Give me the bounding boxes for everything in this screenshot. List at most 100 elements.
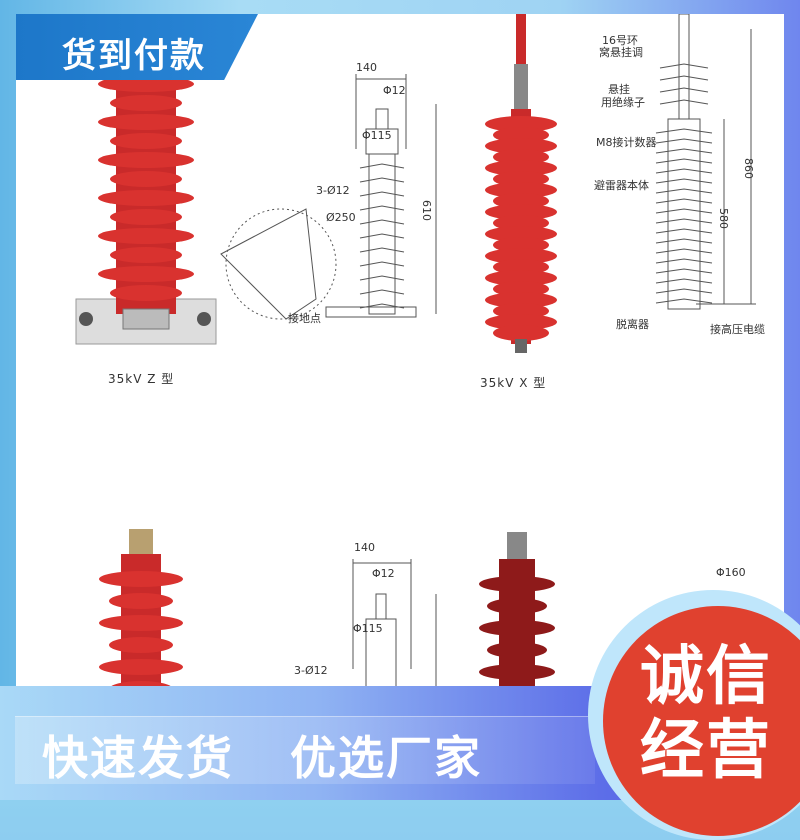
technical-drawing-x [655,14,756,310]
caption-35kv-z: 35kV Z 型 [108,372,175,386]
ground-label: 接地点 [288,312,321,325]
drawing-fin [359,205,405,211]
drawing-fin [655,188,713,194]
arrester-shed [109,593,173,609]
label-cable: 接高压电缆 [710,323,765,336]
drawing-fin [659,75,709,81]
arrester-shed [110,95,182,111]
arrester-shed [109,637,173,653]
drawing-fin [655,248,713,254]
drawing-fin [655,268,713,274]
arrester-shed [99,571,183,587]
arrester-shed [98,190,194,206]
arrester-shed [110,247,182,263]
arrester-shed [110,133,182,149]
drawing-fin [655,208,713,214]
arrester-shed [110,171,182,187]
arrester-shed [485,182,557,198]
drawing-fin [655,148,713,154]
arrester-shed [111,681,171,686]
dim-width: 140 [356,61,377,74]
label-ring: 16号环 [602,34,638,47]
drawing-fin [359,275,405,281]
dim-phi160: Φ160 [716,566,746,579]
slogan-box [15,716,595,784]
arrester-shed [487,642,547,658]
label-counter: M8接计数器 [596,136,657,149]
dim-height: 610 [420,200,433,221]
drawing-fin [359,219,405,225]
product-image: 35kV Z 型 140 Φ12 Φ115 3-Ø12 Ø250 610 接地点… [16,14,784,686]
arrester-shed [99,615,183,631]
label-hang: 窝悬挂调 [599,46,643,59]
label-suspend: 悬挂 [608,83,630,96]
label-body: 避雷器本体 [594,179,649,192]
dim-phi12-bottom: Φ12 [372,567,395,580]
arrester-shed [479,620,555,636]
drawing-fin [655,228,713,234]
arrester-shed [98,114,194,130]
dim-phi115-bottom: Φ115 [353,622,383,635]
drawing-fin [659,99,709,105]
drawing-fin [655,288,713,294]
drawing-fin [655,198,713,204]
drawing-fin [655,158,713,164]
arrester-shed [485,116,557,132]
drawing-fin [655,218,713,224]
drawing-fin [359,191,405,197]
integrity-badge [603,606,800,836]
cod-tab: 货到付款 [16,14,258,80]
badge-line2: 经营 [640,714,772,788]
arrester-shed [98,266,194,282]
arrester-bottom-red [99,529,183,686]
drawing-fin [655,238,713,244]
drawing-fin [655,298,713,304]
drawing-fin [359,233,405,239]
arrester-shed [485,160,557,176]
arrester-shed [485,270,557,286]
slogan-preferred-factory: 优选厂家 [290,731,482,785]
dim-holes: 3-Ø12 [316,184,350,197]
drawing-fin [659,87,709,93]
dim-holes-bottom: 3-Ø12 [294,664,328,677]
drawing-fin [359,247,405,253]
arrester-shed [485,226,557,242]
drawing-fin [655,138,713,144]
arrester-z-photo [75,64,217,345]
arrester-shed [479,576,555,592]
drawing-fin [359,261,405,267]
arrester-shed [98,76,194,92]
arrester-shed [487,598,547,614]
arrester-shed [485,248,557,264]
dim-580: 580 [717,208,730,229]
badge-line1: 诚信 [640,640,772,714]
drawing-fin [659,63,709,69]
arrester-shed [485,292,557,308]
arrester-bottom-dark [479,532,555,686]
caption-35kv-x: 35kV X 型 [480,376,547,390]
dim-860: 860 [742,158,755,179]
dim-width-bottom: 140 [354,541,375,554]
drawing-fin [655,168,713,174]
arrester-shed [493,325,549,341]
arrester-shed [485,138,557,154]
technical-drawing-bottom [352,559,437,686]
arrester-shed [99,659,183,675]
arrester-x-photo [485,14,557,353]
dim-phi115: Φ115 [362,129,392,142]
technical-drawing-z [220,74,437,320]
arrester-shed [485,204,557,220]
dim-phi12: Φ12 [383,84,406,97]
arrester-shed [98,228,194,244]
drawing-fin [655,128,713,134]
dim-dia250: Ø250 [326,211,356,224]
badge-text: 诚信 经营 [640,640,780,788]
arrester-shed [110,209,182,225]
label-insulator: 用绝缘子 [601,96,645,109]
drawing-fin [359,163,405,169]
arrester-shed [485,314,557,330]
arrester-shed [98,152,194,168]
drawing-fin [655,178,713,184]
arrester-shed [110,285,182,301]
drawing-fin [655,278,713,284]
